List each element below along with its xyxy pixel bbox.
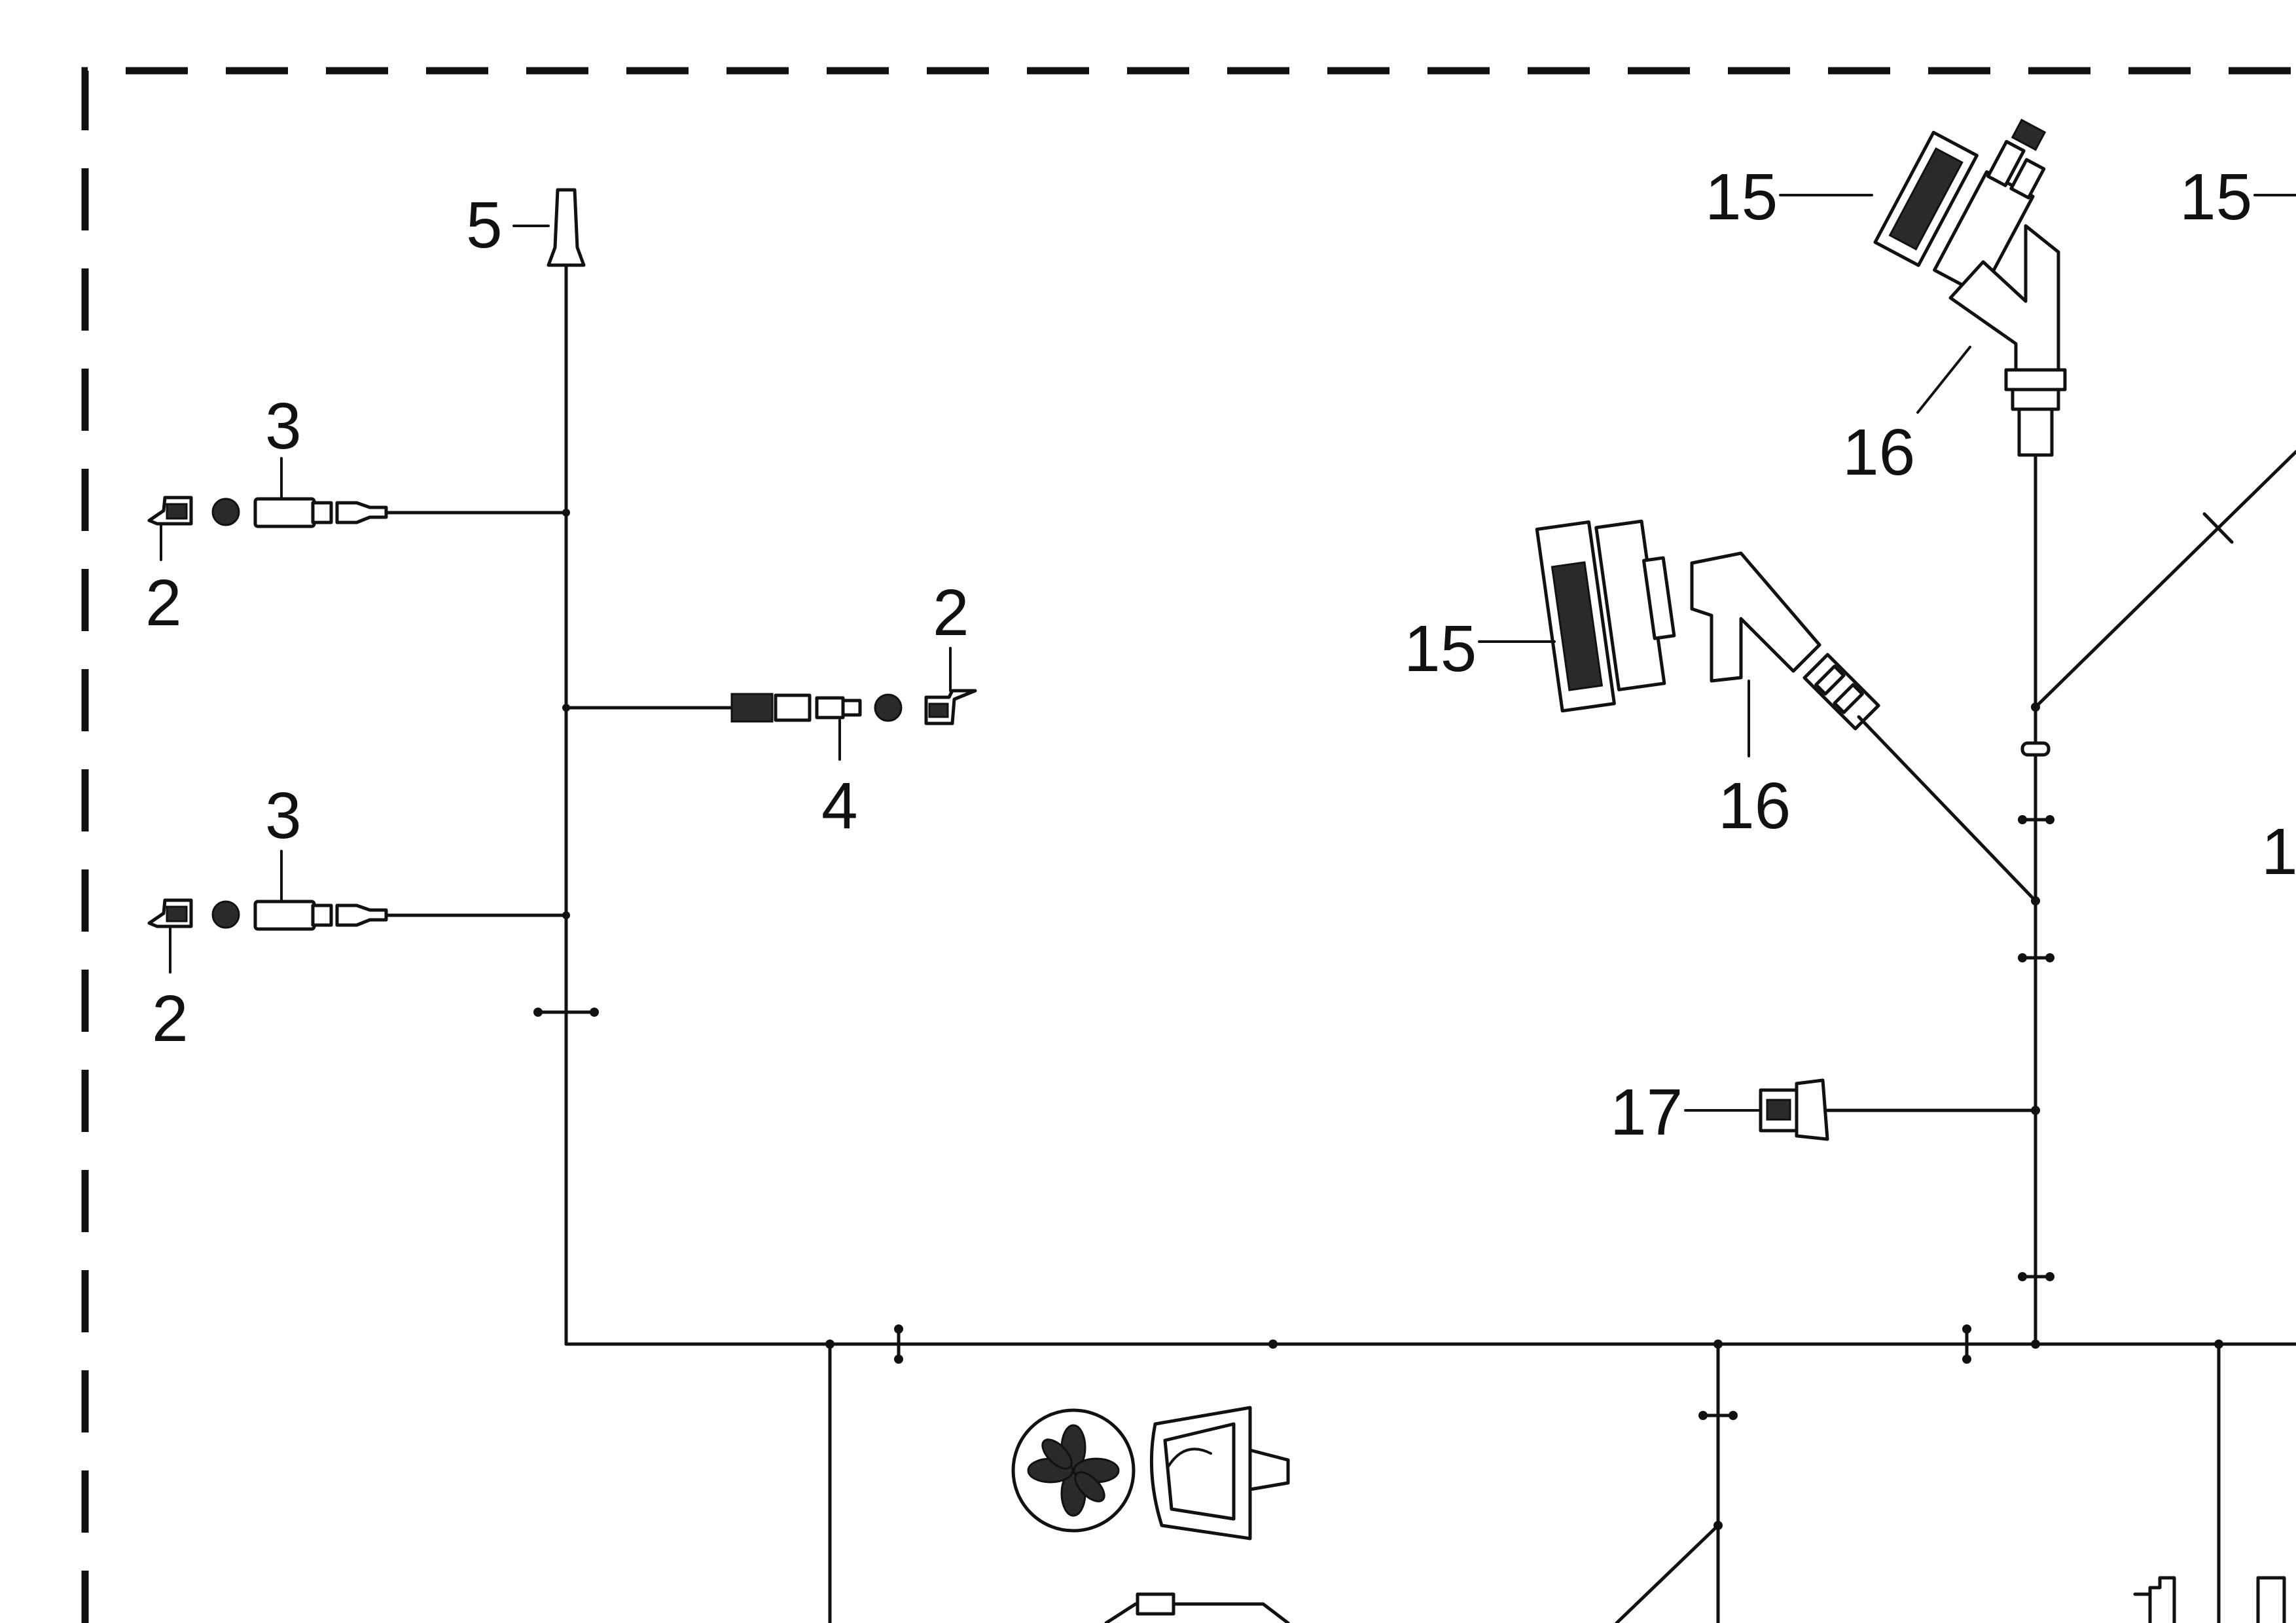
connector-assembly-middle (1478, 519, 2037, 903)
branch-middle (564, 647, 977, 761)
callout-5: 5 (466, 189, 503, 262)
right-trunk (2018, 450, 2296, 1349)
part-5-end-plug (512, 188, 586, 267)
callout-1-partial: 1 (2261, 815, 2296, 888)
callout-15-right: 15 (2179, 160, 2252, 234)
callout-15-top: 15 (1705, 160, 1778, 234)
callout-3-bottom: 3 (265, 779, 302, 852)
bottom-harness (825, 1324, 2223, 1623)
blower-fan-icon (1011, 1406, 1290, 1541)
callout-16-middle: 16 (1718, 769, 1791, 843)
callout-2-middle: 2 (933, 576, 969, 649)
dashed-boundary (81, 67, 2291, 1623)
callout-15-middle: 15 (1404, 612, 1477, 685)
partial-bottom-components (1104, 1576, 2286, 1623)
callout-4: 4 (821, 769, 858, 843)
left-trunk (533, 263, 2296, 1346)
part-17-connector (1684, 1078, 2037, 1141)
branch-lower-left (147, 850, 568, 974)
branch-upper-left (147, 457, 568, 561)
callout-2-top: 2 (145, 566, 182, 640)
callout-2-bottom: 2 (152, 982, 188, 1055)
callout-16-top: 16 (1842, 416, 1915, 489)
callout-3-top: 3 (265, 390, 302, 463)
connector-assembly-top (1779, 119, 2067, 457)
callout-17: 17 (1610, 1076, 1683, 1149)
